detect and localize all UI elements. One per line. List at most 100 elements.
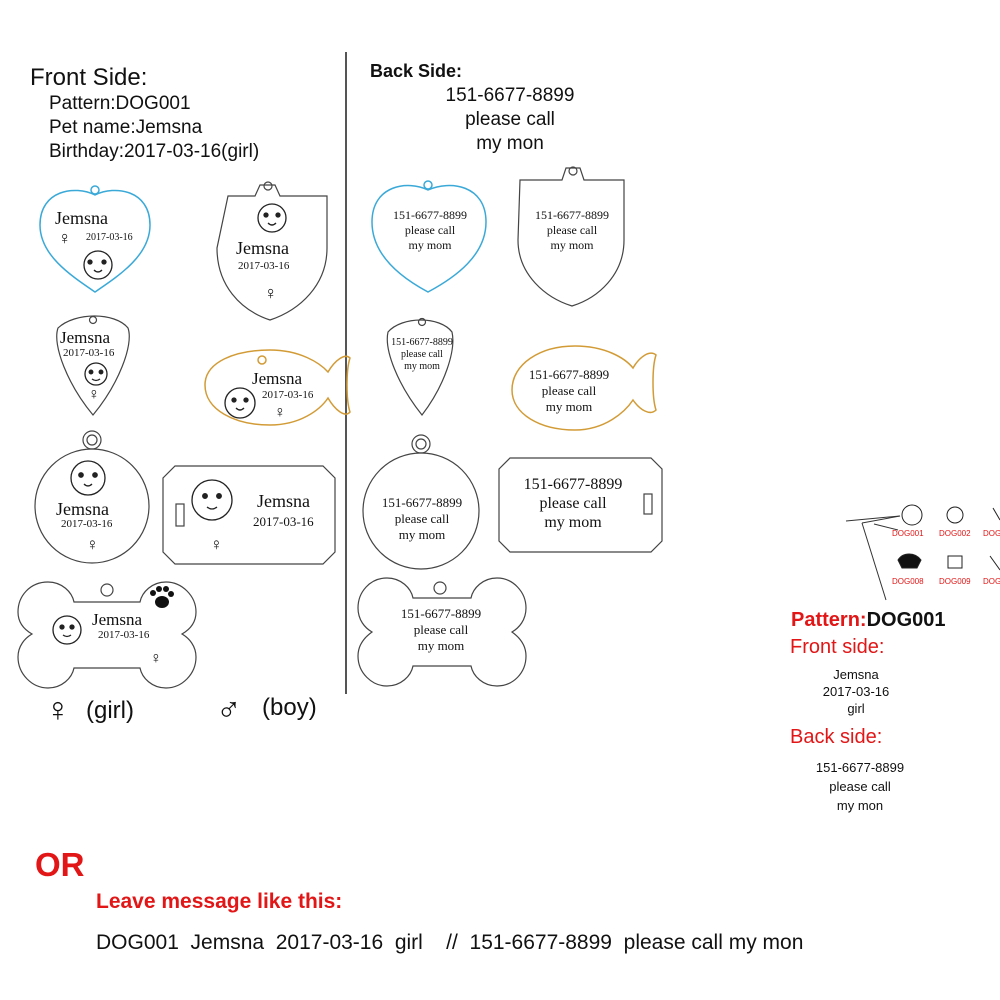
rect-back-line3: my mom bbox=[544, 514, 602, 531]
heart-front-date: 2017-03-16 bbox=[86, 232, 133, 243]
column-divider bbox=[345, 52, 347, 694]
back-heart-tag bbox=[371, 180, 487, 293]
pattern-code-4: DOG008 bbox=[892, 577, 924, 586]
heart-back-line2: please call bbox=[404, 223, 456, 237]
bone-back-phone: 151-6677-8899 bbox=[400, 606, 482, 621]
message-example: DOG001 Jemsna 2017-03-16 girl // 151-667… bbox=[96, 931, 804, 954]
front-rect-tag bbox=[162, 465, 336, 565]
rect-back-text: 151-6677-8899 please call my mom bbox=[503, 475, 643, 532]
sample-pattern-label: Pattern: bbox=[791, 609, 867, 631]
rect-back-phone: 151-6677-8899 bbox=[523, 476, 623, 493]
back-shield-tag bbox=[517, 166, 625, 307]
female-symbol-icon: ♀ bbox=[45, 691, 71, 729]
front-fish-tag bbox=[204, 349, 351, 426]
shield-back-line3: my mom bbox=[550, 238, 594, 252]
back-fish-tag bbox=[511, 345, 657, 431]
pattern-line: Pattern:DOG001 bbox=[49, 93, 191, 114]
heart-back-line3: my mom bbox=[408, 238, 452, 252]
rect-front-name: Jemsna bbox=[257, 491, 310, 511]
pick-back-text: 151-6677-8899 please call my mom bbox=[382, 337, 462, 373]
bone-front-name: Jemsna bbox=[92, 610, 143, 629]
pattern-code-6: DOG bbox=[983, 577, 1000, 586]
sample-pattern: Pattern:DOG001 bbox=[791, 609, 946, 632]
back-phone: 151-6677-8899 bbox=[445, 85, 575, 106]
heart-back-text: 151-6677-8899 please call my mom bbox=[378, 208, 482, 253]
sample-back-lines: 151-6677-8899 please call my mon bbox=[800, 758, 920, 815]
pick-female-icon: ♀ bbox=[88, 386, 100, 403]
back-line2: please call bbox=[465, 109, 555, 130]
round-front-name: Jemsna bbox=[56, 499, 109, 519]
front-heart-tag bbox=[39, 185, 151, 293]
pet-name-line: Pet name:Jemsna bbox=[49, 117, 203, 138]
fish-female-icon: ♀ bbox=[274, 404, 286, 421]
back-bone-tag bbox=[357, 577, 527, 687]
heart-front-name: Jemsna bbox=[55, 208, 108, 228]
pattern-code-3: DOG bbox=[983, 529, 1000, 538]
pointer-lines bbox=[845, 515, 901, 601]
sample-front-line-3: girl bbox=[847, 701, 865, 716]
pick-back-line2: please call bbox=[401, 349, 443, 360]
front-side-heading: Front Side: bbox=[30, 64, 148, 91]
fish-back-text: 151-6677-8899 please call my mom bbox=[510, 367, 628, 415]
leave-message-heading: Leave message like this: bbox=[96, 890, 343, 913]
pattern-code-2: DOG002 bbox=[939, 529, 971, 538]
fish-back-phone: 151-6677-8899 bbox=[528, 367, 610, 382]
sample-back-line-1: 151-6677-8899 bbox=[815, 760, 905, 775]
bone-back-line3: my mom bbox=[417, 638, 465, 653]
heart-back-phone: 151-6677-8899 bbox=[393, 208, 467, 222]
round-back-text: 151-6677-8899 please call my mom bbox=[366, 495, 478, 543]
dog-face-round bbox=[70, 460, 106, 496]
shield-female-icon: ♀ bbox=[264, 283, 278, 303]
sample-back-line-2: please call bbox=[829, 779, 891, 794]
round-back-line2: please call bbox=[394, 511, 450, 526]
rect-front-date: 2017-03-16 bbox=[253, 514, 314, 529]
sample-front-label: Front side: bbox=[790, 636, 885, 658]
bone-female-icon: ♀ bbox=[150, 650, 162, 667]
pick-back-phone: 151-6677-8899 bbox=[391, 337, 453, 348]
girl-label: (girl) bbox=[86, 697, 134, 724]
male-symbol-icon: ♂ bbox=[216, 691, 242, 729]
sample-front-line-2: 2017-03-16 bbox=[822, 684, 890, 699]
sample-front-line-1: Jemsna bbox=[833, 667, 879, 682]
front-pick-tag bbox=[56, 315, 130, 416]
dog-face-pick bbox=[84, 362, 108, 386]
rect-back-line2: please call bbox=[539, 495, 607, 512]
dog-face-rect bbox=[191, 479, 233, 521]
fish-back-line2: please call bbox=[541, 383, 597, 398]
paw-print-icon bbox=[150, 586, 174, 608]
shield-front-name: Jemsna bbox=[236, 238, 289, 258]
sample-back-line-3: my mon bbox=[836, 798, 884, 813]
birthday-line: Birthday:2017-03-16(girl) bbox=[49, 141, 260, 162]
pick-front-name: Jemsna bbox=[60, 328, 111, 347]
or-label: OR bbox=[35, 846, 85, 883]
rect-female-icon: ♀ bbox=[210, 535, 223, 554]
bone-back-text: 151-6677-8899 please call my mom bbox=[385, 606, 497, 654]
dog-face-fish bbox=[224, 387, 256, 419]
pattern-strip bbox=[897, 504, 1000, 571]
dog-face-shield bbox=[257, 203, 287, 233]
round-back-phone: 151-6677-8899 bbox=[381, 495, 463, 510]
bone-front-date: 2017-03-16 bbox=[98, 629, 150, 641]
heart-female-icon: ♀ bbox=[58, 228, 72, 248]
boy-label: (boy) bbox=[262, 694, 317, 721]
fish-back-line3: my mom bbox=[545, 399, 593, 414]
dog-face-bone bbox=[52, 615, 82, 645]
shield-back-line2: please call bbox=[546, 223, 598, 237]
pick-back-line3: my mom bbox=[404, 361, 440, 372]
back-pick-tag bbox=[386, 317, 454, 416]
shield-front-date: 2017-03-16 bbox=[238, 260, 290, 272]
front-shield-tag bbox=[216, 181, 328, 321]
back-rect-tag bbox=[498, 457, 663, 553]
back-side-heading: Back Side: bbox=[370, 61, 463, 81]
back-line3: my mon bbox=[476, 133, 544, 154]
round-female-icon: ♀ bbox=[86, 535, 99, 554]
shield-back-phone: 151-6677-8899 bbox=[535, 208, 609, 222]
bone-back-line2: please call bbox=[413, 622, 469, 637]
pattern-code-5: DOG009 bbox=[939, 577, 971, 586]
sample-back-label: Back side: bbox=[790, 726, 883, 748]
front-bone-tag bbox=[17, 581, 197, 689]
fish-front-name: Jemsna bbox=[252, 369, 303, 388]
sample-front-lines: Jemsna 2017-03-16 girl bbox=[806, 666, 906, 717]
back-side-text: 151-6677-8899 please call my mon bbox=[370, 84, 650, 156]
